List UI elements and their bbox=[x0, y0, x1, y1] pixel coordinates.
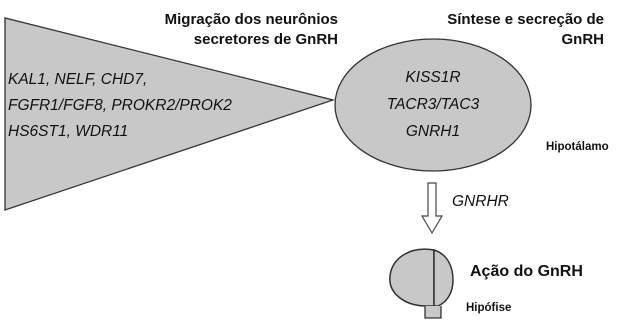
migration-gene-line1: KAL1, NELF, CHD7, bbox=[8, 71, 148, 88]
synthesis-title-line2: GnRH bbox=[561, 31, 605, 48]
migration-title-line2: secretores de GnRH bbox=[193, 31, 338, 48]
migration-gene-line3: HS6ST1, WDR11 bbox=[8, 123, 129, 140]
migration-title-line1: Migração dos neurônios bbox=[164, 11, 338, 28]
hypothalamus-gene-2: TACR3/TAC3 bbox=[386, 96, 480, 113]
pituitary-shape bbox=[389, 248, 454, 319]
migration-gene-line2: FGFR1/FGF8, PROKR2/PROK2 bbox=[8, 97, 232, 114]
hypothalamus-label: Hipotálamo bbox=[546, 141, 609, 153]
synthesis-title-line1: Síntese e secreção de bbox=[447, 11, 604, 28]
hypothalamus-gene-1: KISS1R bbox=[405, 69, 461, 86]
hypothalamus-ellipse bbox=[334, 38, 532, 172]
down-arrow bbox=[420, 182, 444, 235]
migration-triangle bbox=[4, 17, 336, 211]
pituitary-label: Hipófise bbox=[466, 302, 512, 314]
gnrh-action-label: Ação do GnRH bbox=[470, 263, 583, 280]
hypothalamus-gene-3: GNRH1 bbox=[405, 123, 461, 140]
gnrhr-label: GNRHR bbox=[452, 193, 509, 210]
